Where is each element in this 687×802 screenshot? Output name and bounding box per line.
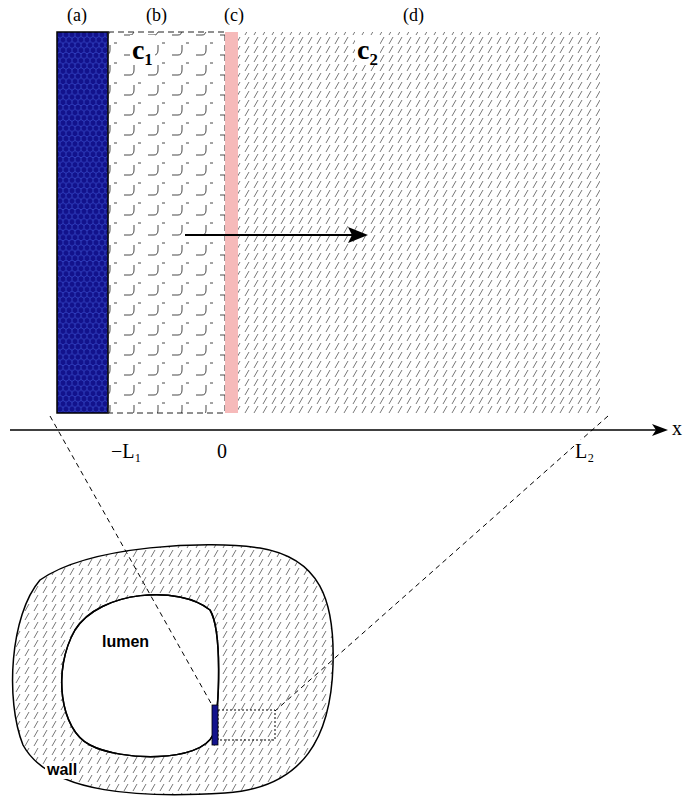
stent-layer: (a) <box>57 3 108 413</box>
part-letter: (d) <box>403 5 424 26</box>
text-slot: (b) <box>146 5 167 26</box>
text-slot: (d) <box>403 5 424 26</box>
region-label: lumen <box>100 633 151 651</box>
part-letter: (c) <box>224 5 244 26</box>
flux-arrowhead <box>348 227 368 243</box>
zoom-box <box>218 710 275 740</box>
axis-tick-label: L₂ <box>574 440 595 463</box>
text-slot: (a) <box>67 5 87 26</box>
x-axis <box>10 429 656 431</box>
part-letter: (a) <box>67 5 87 26</box>
axis-name: x <box>671 417 683 440</box>
text-slot: −L₁ <box>110 440 142 463</box>
axis-tick-label: 0 <box>216 440 228 463</box>
wall-shape <box>13 545 334 795</box>
text-slot: lumen <box>100 633 151 651</box>
part-letter: (b) <box>146 5 167 26</box>
wall-outline <box>5 540 337 798</box>
text-slot: x <box>671 417 683 440</box>
wall-layer: (d) c₂ <box>238 3 600 413</box>
text-slot: c₁ <box>130 35 155 65</box>
region-label: wall <box>45 761 79 779</box>
axis-tick-label: −L₁ <box>110 440 142 463</box>
wall-band <box>238 32 600 413</box>
text-slot: 0 <box>216 440 228 463</box>
lumen-shape <box>62 595 219 757</box>
flux-arrow <box>185 234 352 236</box>
text-slot: c₂ <box>355 35 380 65</box>
stent-strut <box>212 705 218 745</box>
interface-layer: (c) <box>225 3 238 413</box>
text-slot: wall <box>45 761 79 779</box>
interface-band <box>225 32 238 413</box>
concentration-label: c₂ <box>355 35 380 65</box>
stent-band <box>57 32 108 413</box>
text-slot: L₂ <box>574 440 595 463</box>
artery-wall: lumen wall <box>5 540 337 798</box>
axis-arrowhead <box>652 424 668 436</box>
text-slot: (c) <box>224 5 244 26</box>
coating-layer: (b) c₁ <box>108 3 225 413</box>
coating-band <box>108 32 225 413</box>
concentration-label: c₁ <box>130 35 155 65</box>
